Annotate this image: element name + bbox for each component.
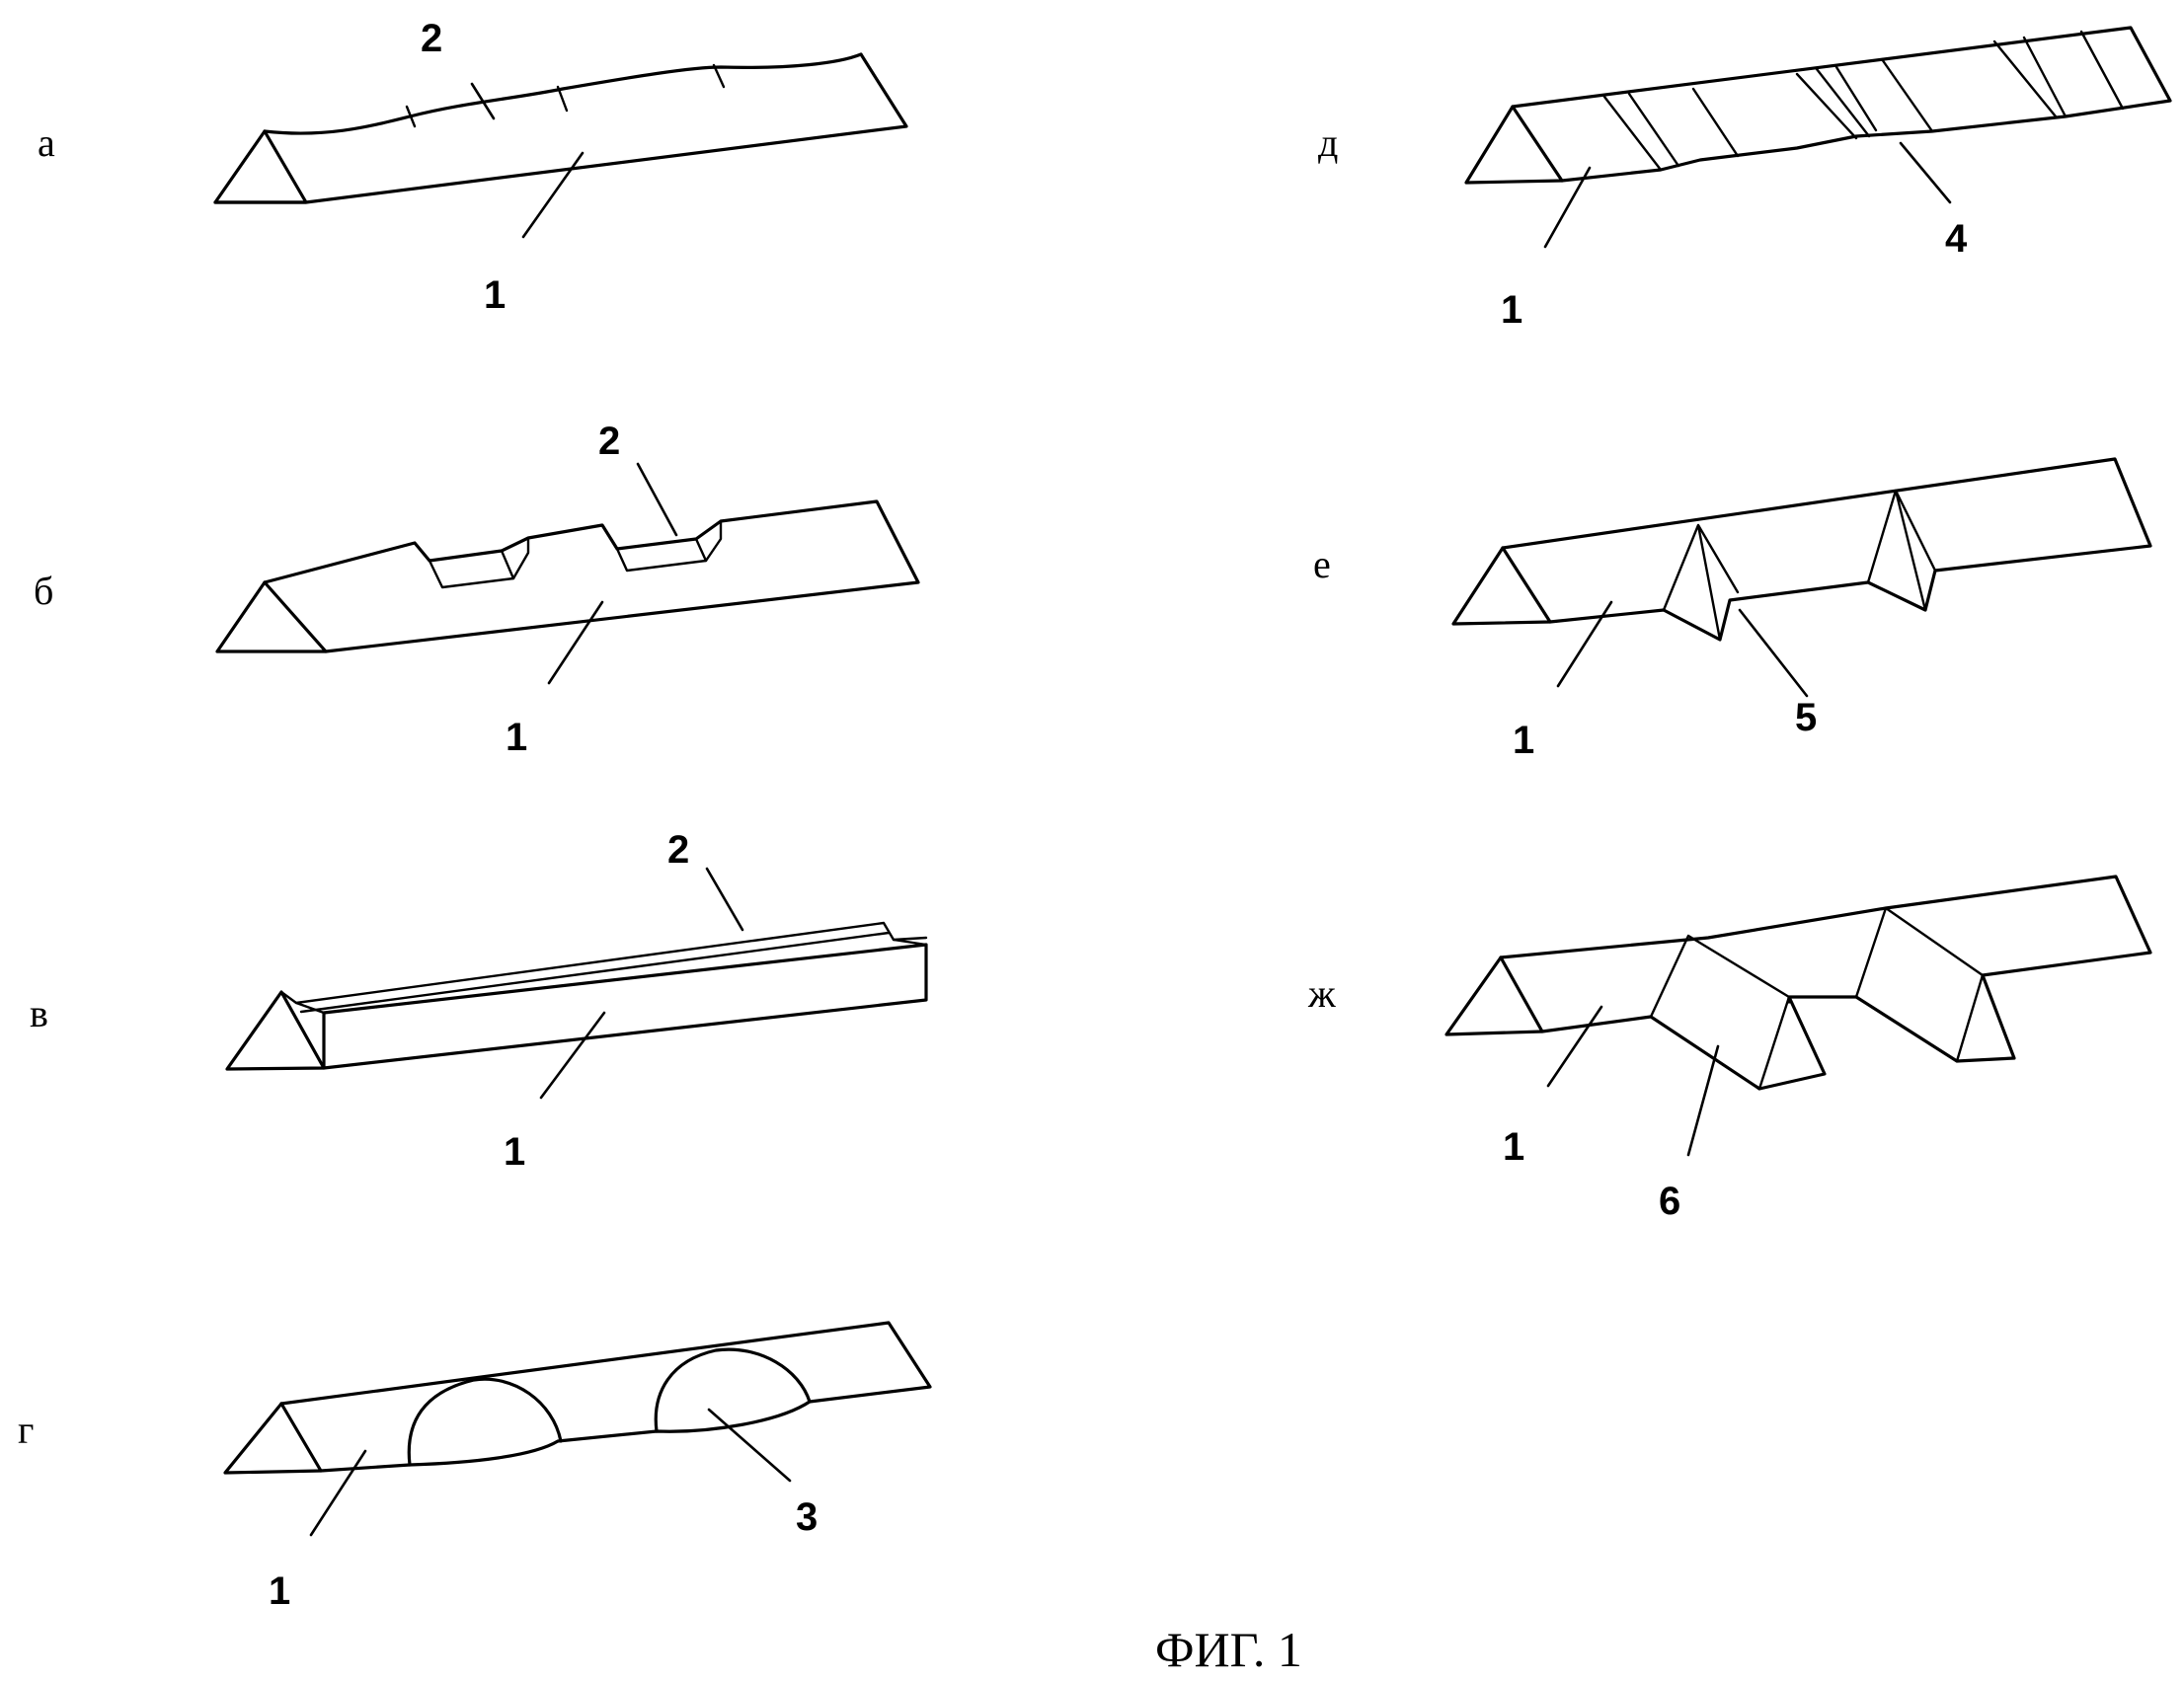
panel-a-label-1: 1 [484, 273, 506, 317]
panel-zh: ж 1 6 [1307, 875, 2152, 1223]
panel-b-label-1: 1 [506, 716, 527, 759]
panel-zh-leader-1 [1546, 1005, 1603, 1088]
panel-b-leader-2 [636, 462, 678, 537]
panel-d-label-4: 4 [1945, 217, 1968, 261]
panel-b: б 2 1 [34, 420, 920, 759]
panel-a: а 2 1 [38, 17, 908, 317]
panel-g-letter: г [18, 1408, 34, 1452]
panel-g-leader-1 [309, 1449, 367, 1537]
panel-a-letter: а [38, 120, 55, 165]
panel-d-label-1: 1 [1501, 288, 1522, 332]
panel-e-leader-5 [1738, 608, 1809, 698]
panel-g-prism [223, 1321, 932, 1475]
panel-g: г 1 3 [18, 1321, 932, 1613]
panel-g-label-1: 1 [269, 1569, 290, 1613]
panel-v-leader-1 [539, 1011, 606, 1100]
panel-e: е 1 5 [1313, 457, 2152, 762]
panel-e-label-5: 5 [1795, 696, 1817, 739]
panel-b-label-2: 2 [598, 420, 620, 463]
panel-a-label-2: 2 [421, 17, 442, 60]
panel-d-leader-1 [1543, 166, 1592, 249]
panel-e-letter: е [1313, 542, 1331, 586]
panel-v-prism [225, 921, 928, 1071]
panel-v-label-2: 2 [667, 828, 689, 872]
panel-a-leader-1 [521, 151, 585, 239]
panel-a-prism [213, 52, 908, 204]
panel-b-leader-1 [547, 600, 604, 685]
panel-e-prism [1451, 457, 2152, 642]
panel-b-letter: б [34, 569, 53, 613]
panel-g-label-3: 3 [796, 1495, 818, 1539]
figure-caption: ФИГ. 1 [1155, 1622, 1302, 1677]
panel-e-label-1: 1 [1513, 719, 1534, 762]
panel-v-letter: в [30, 991, 48, 1035]
panel-g-leader-3 [707, 1408, 792, 1483]
panel-v-label-1: 1 [504, 1130, 525, 1174]
panel-d-letter: д [1318, 120, 1338, 165]
panel-v: в 2 1 [30, 828, 928, 1174]
panel-zh-label-1: 1 [1503, 1125, 1524, 1169]
panel-zh-letter: ж [1307, 971, 1336, 1016]
panel-e-leader-1 [1556, 600, 1613, 688]
panel-zh-leader-6 [1686, 1044, 1720, 1157]
panel-b-prism [215, 499, 920, 653]
panel-d: д 1 4 [1318, 26, 2172, 332]
panel-d-prism [1464, 26, 2172, 185]
panel-zh-label-6: 6 [1659, 1180, 1680, 1223]
panel-zh-prism [1444, 875, 2152, 1091]
panel-v-leader-2 [705, 867, 744, 932]
panel-a-leader-2 [470, 82, 496, 120]
panel-d-leader-4 [1899, 141, 1952, 204]
